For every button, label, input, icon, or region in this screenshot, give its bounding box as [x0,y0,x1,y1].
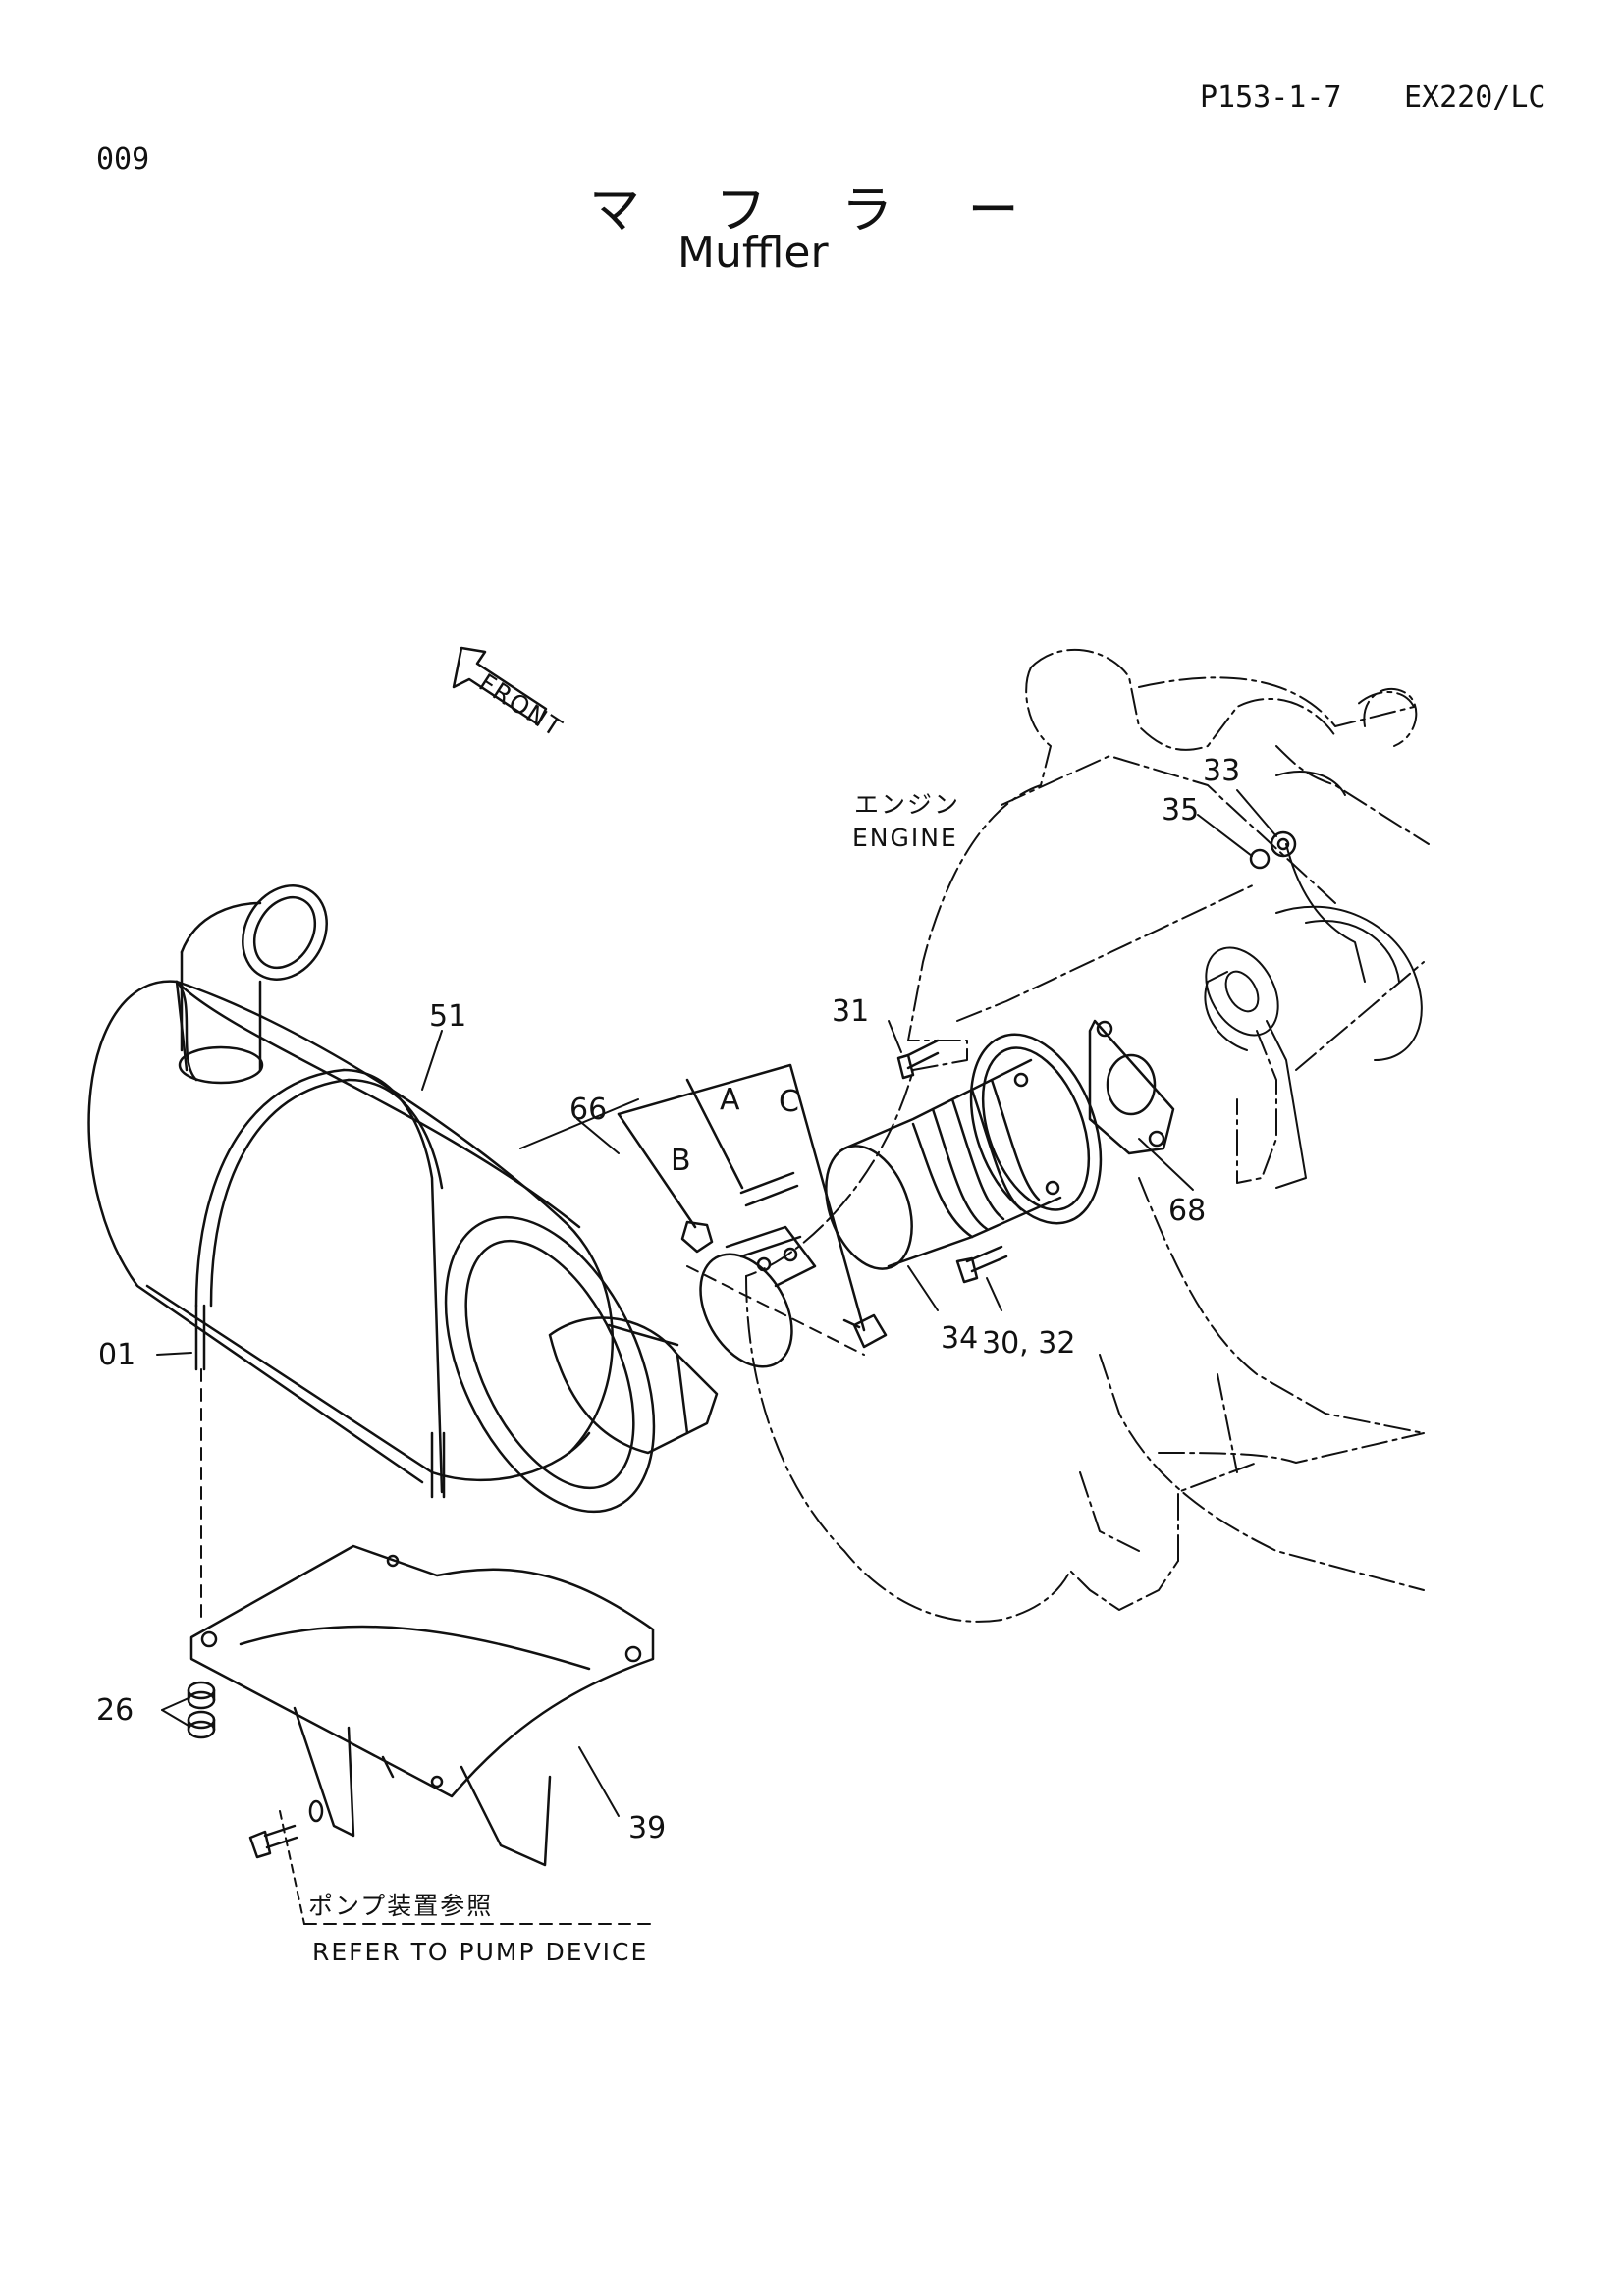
callout-51: 51 [429,999,466,1034]
callout-34: 34 [941,1321,978,1356]
callout-30-32: 30, 32 [982,1326,1075,1361]
callout-26: 26 [96,1693,134,1728]
callout-39: 39 [628,1811,666,1845]
front-label: FRONT [474,668,568,743]
refer-label-en: REFER TO PUMP DEVICE [312,1938,648,1966]
callout-68: 68 [1168,1194,1206,1228]
clamp-assembly [617,1063,888,1368]
flex-pipe [825,1033,1103,1270]
bolt-30-32-icon [955,1245,1008,1284]
nuts-26-icon [187,1681,216,1739]
callout-31: 31 [832,994,869,1029]
callout-c: C [779,1085,799,1119]
assembly-lines [200,1265,865,1925]
engine-manifold [1204,771,1423,1189]
callout-b: B [671,1144,691,1178]
bolt-31-icon [896,1039,940,1080]
gasket [1088,1019,1175,1155]
engine-outline [745,648,1430,1623]
sheet-number: 009 [96,142,150,177]
callout-33: 33 [1203,754,1240,788]
title-japanese: マ フ ラ ー [589,182,1049,240]
leader-lines [156,789,1277,1817]
callout-a: A [720,1083,740,1117]
engine-label-en: ENGINE [852,824,958,852]
model-number: EX220/LC [1404,80,1546,115]
muffler-bracket [189,1544,655,1867]
refer-label-jp: ポンプ装置参照 [308,1892,493,1920]
nut-33-icon [1270,830,1297,858]
page-reference: P153-1-7 [1200,80,1342,115]
callout-01: 01 [98,1338,135,1372]
callout-35: 35 [1162,793,1199,828]
bracket-bolt-icon [248,1799,324,1859]
title-english: Muffler [677,228,829,278]
callout-66: 66 [569,1093,607,1127]
muffler-body [87,884,719,1514]
engine-label-jp: エンジン [854,790,960,819]
washer-35-icon [1249,848,1271,870]
front-arrow-icon [452,646,548,726]
